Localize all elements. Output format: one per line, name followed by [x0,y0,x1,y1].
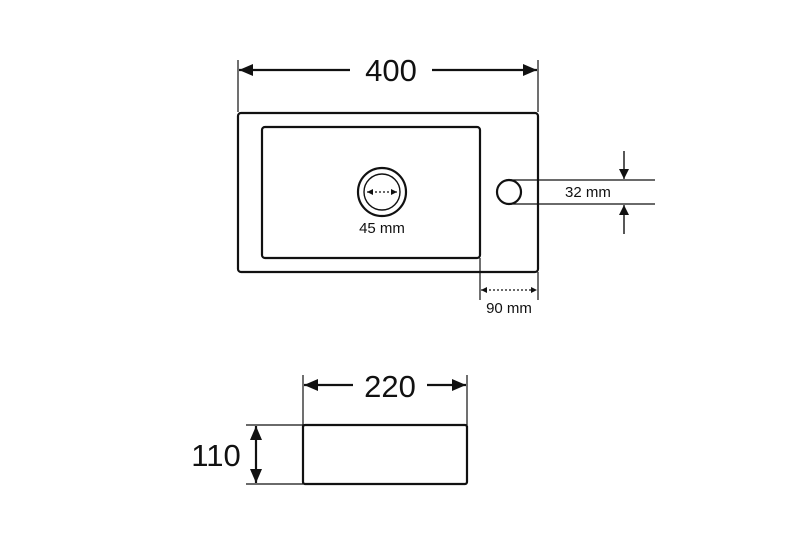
side-view: 220 110 [191,369,469,486]
dim-label-400: 400 [365,53,417,88]
tap-hole-icon [495,178,523,206]
tap-offset-label: 90 mm [486,300,532,317]
basin-outer-outline [236,111,540,274]
basin-inner-bowl [260,125,482,260]
basin-side-profile [301,423,469,486]
tap-hole-diameter-label: 32 mm [565,184,611,201]
drain-diameter-label: 45 mm [359,220,405,237]
dim-label-220: 220 [364,369,416,404]
dim-label-110: 110 [191,438,240,473]
drain-icon [356,166,408,218]
top-view: 400 45 mm 32 mm 90 mm [236,53,655,317]
